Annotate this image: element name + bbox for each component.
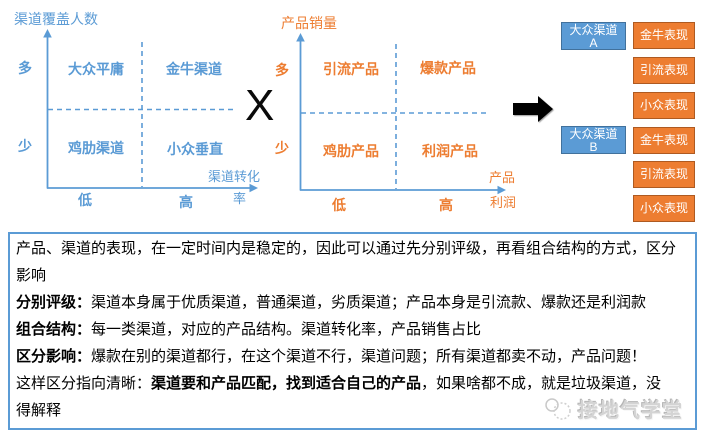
- channel-x-axis-label-line2: 率: [233, 191, 247, 206]
- watermark: 接地气学堂: [543, 394, 683, 423]
- note-line-7: 得解释: [16, 398, 689, 425]
- note-text: 得解释: [16, 403, 62, 419]
- y-axis-arrowhead-icon: [43, 29, 52, 38]
- axes-canvas: [43, 29, 553, 195]
- channel-chart-title: 渠道覆盖人数: [14, 11, 98, 27]
- channel-box-b-suffix: B: [589, 140, 598, 154]
- note-text-bold: 分别评级：: [16, 295, 92, 311]
- channel-box-a-suffix: A: [589, 36, 598, 50]
- performance-box-a3: 小众表现: [633, 92, 695, 119]
- note-line-3: 分别评级：渠道本身属于优质渠道，普通渠道，劣质渠道；产品本身是引流款、爆款还是利…: [16, 290, 689, 317]
- note-line-2: 影响: [16, 263, 689, 290]
- channel-quadrant-top-right: 金牛渠道: [166, 61, 222, 77]
- channel-y-tick-bottom: 少: [18, 138, 32, 154]
- product-x-axis-label-line1: 产品: [489, 170, 516, 185]
- product-quadrant-bottom-left: 鸡肋产品: [323, 143, 379, 159]
- performance-box-b1: 金牛表现: [633, 127, 695, 154]
- channel-box-a: 大众渠道 A: [561, 22, 626, 50]
- x-axis-arrowhead-icon: [497, 185, 506, 195]
- channel-quadrant-bottom-right: 小众垂直: [167, 141, 223, 157]
- note-line-5: 区分影响：爆款在别的渠道都行，在这个渠道不行，渠道问题；所有渠道都卖不动，产品问…: [16, 344, 689, 371]
- note-text-bold: 区分影响：: [16, 349, 92, 365]
- channel-x-axis-label-line1: 渠道转化: [208, 169, 261, 184]
- channel-quadrant-top-left: 大众平庸: [68, 61, 124, 77]
- product-y-tick-top: 多: [275, 62, 289, 78]
- product-chart-title: 产品销量: [281, 15, 337, 31]
- channel-box-b: 大众渠道 B: [561, 126, 626, 154]
- channel-chart-axes: [43, 29, 258, 193]
- note-text-bold: 渠道要和产品匹配，找到适合自己的产品: [151, 376, 422, 392]
- channel-box-a-label: 大众渠道: [569, 23, 618, 37]
- y-axis-arrowhead-icon: [296, 33, 305, 42]
- note-text: ，如果啥都不成，就是垃圾渠道，没: [421, 376, 662, 392]
- note-text-bold: 组合结构：: [16, 322, 92, 338]
- note-box: 产品、渠道的表现，在一定时间内是稳定的，因此可以通过先分别评级，再看组合结构的方…: [8, 232, 697, 430]
- channel-x-tick-low: 低: [78, 192, 92, 208]
- product-y-tick-bottom: 少: [275, 140, 289, 156]
- note-text: 影响: [16, 268, 47, 284]
- combine-x-symbol: X: [245, 81, 275, 130]
- channel-y-tick-top: 多: [18, 60, 32, 76]
- product-x-tick-high: 高: [439, 197, 453, 213]
- product-x-tick-low: 低: [332, 197, 346, 213]
- note-line-4: 组合结构：每一类渠道，对应的产品结构。渠道转化率，产品销售占比: [16, 317, 689, 344]
- right-arrow-icon: [513, 96, 553, 122]
- performance-box-a2: 引流表现: [633, 57, 695, 84]
- note-line-6: 这样区分指向清晰：渠道要和产品匹配，找到适合自己的产品，如果啥都不成，就是垃圾渠…: [16, 371, 689, 398]
- note-text: 这样区分指向清晰：: [16, 376, 152, 392]
- x-axis-arrowhead-icon: [249, 183, 258, 193]
- performance-box-a1: 金牛表现: [633, 22, 695, 49]
- channel-x-tick-high: 高: [179, 194, 193, 210]
- channel-box-b-label: 大众渠道: [569, 127, 618, 141]
- note-text: 爆款在别的渠道都行，在这个渠道不行，渠道问题；所有渠道都卖不动，产品问题！: [91, 349, 647, 365]
- product-x-axis-label-line2: 利润: [490, 195, 517, 210]
- watermark-text: 接地气学堂: [578, 400, 683, 422]
- product-quadrant-bottom-right: 利润产品: [422, 143, 478, 159]
- product-quadrant-top-right: 爆款产品: [420, 60, 476, 76]
- channel-quadrant-bottom-left: 鸡肋渠道: [68, 140, 124, 156]
- product-quadrant-top-left: 引流产品: [323, 61, 379, 77]
- product-chart-axes: [296, 33, 506, 195]
- performance-box-b3: 小众表现: [633, 195, 695, 222]
- note-text: 产品、渠道的表现，在一定时间内是稳定的，因此可以通过先分别评级，再看组合结构的方…: [16, 241, 677, 257]
- note-text: 渠道本身属于优质渠道，普通渠道，劣质渠道；产品本身是引流款、爆款还是利润款: [91, 295, 647, 311]
- performance-box-b2: 引流表现: [633, 161, 695, 188]
- watermark-logo-icon: [545, 397, 571, 420]
- note-text: 每一类渠道，对应的产品结构。渠道转化率，产品销售占比: [91, 322, 482, 338]
- note-line-1: 产品、渠道的表现，在一定时间内是稳定的，因此可以通过先分别评级，再看组合结构的方…: [16, 236, 689, 263]
